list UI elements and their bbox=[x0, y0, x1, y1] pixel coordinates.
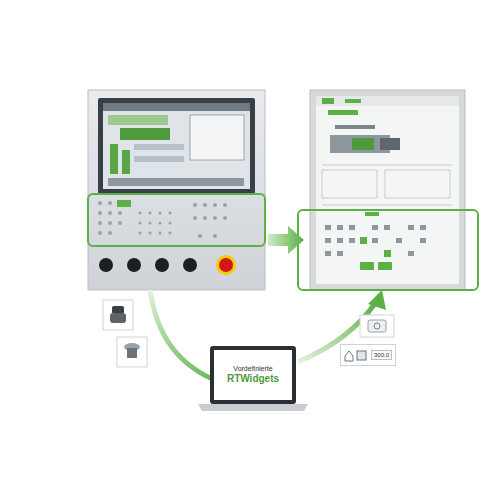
modern-control-panel bbox=[310, 90, 465, 290]
value-text: 300.0 bbox=[371, 350, 392, 361]
screen-text: Vordefinierte bbox=[233, 365, 272, 373]
knob-icon bbox=[117, 337, 147, 367]
knob-icon bbox=[103, 300, 133, 330]
widget-box: 300.0 bbox=[340, 344, 396, 366]
widget-icons bbox=[344, 348, 368, 362]
curve-arrow bbox=[150, 290, 220, 382]
highlight-frame bbox=[298, 210, 478, 290]
laptop bbox=[198, 346, 308, 411]
widget-icon bbox=[360, 315, 394, 337]
laptop-screen: VordefinierteRTWidgets bbox=[214, 350, 292, 400]
transfer-arrow bbox=[268, 226, 304, 254]
old-control-panel bbox=[88, 90, 265, 290]
arrowhead bbox=[368, 290, 386, 310]
highlight-frame bbox=[88, 194, 265, 246]
screen-text: RTWidgets bbox=[227, 373, 279, 385]
